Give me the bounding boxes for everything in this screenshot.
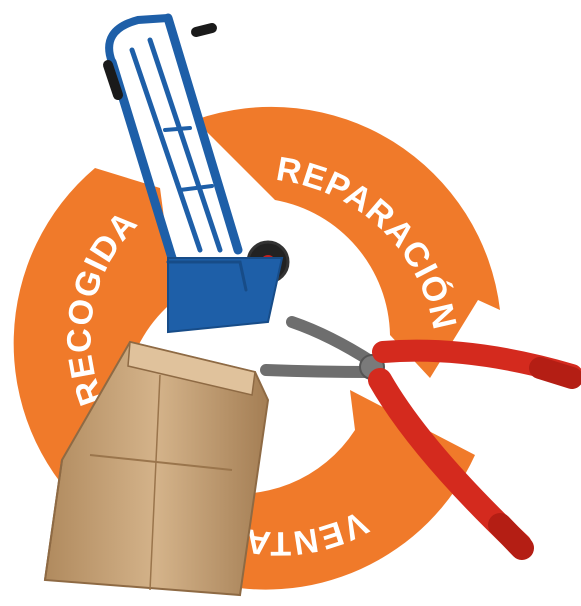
segment-reparacion [195, 107, 500, 378]
